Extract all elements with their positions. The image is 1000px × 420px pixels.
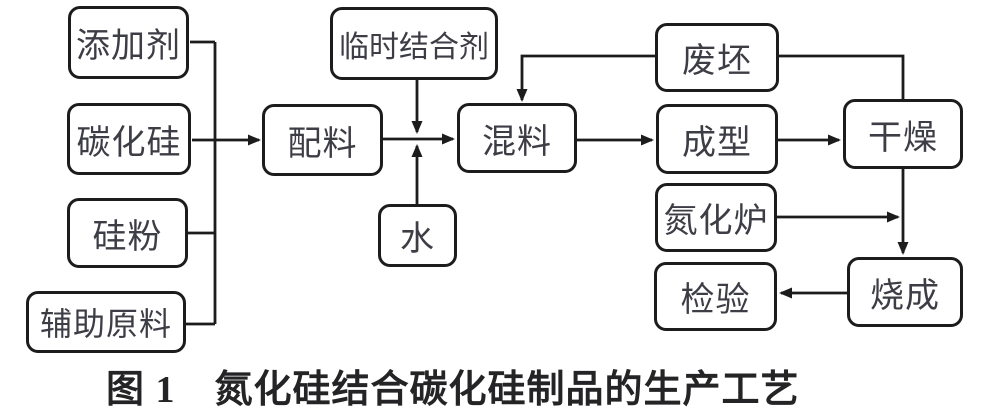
node-forming: 成型: [656, 104, 778, 174]
figure-caption: 图 1 氮化硅结合碳化硅制品的生产工艺: [106, 369, 800, 411]
node-temporary-binder: 临时结合剂: [330, 7, 498, 80]
node-waste-blank: 废坯: [655, 23, 779, 92]
node-nitriding-furnace: 氮化炉: [655, 183, 777, 252]
node-inspection: 检验: [654, 262, 777, 331]
node-silicon-carbide: 碳化硅: [67, 103, 191, 175]
edge-waste-blank-to-mixing: [516, 54, 655, 102]
node-batching: 配料: [262, 104, 383, 176]
node-drying: 干燥: [843, 99, 963, 169]
node-additive: 添加剂: [68, 6, 189, 79]
edge-drying-to-waste-blank: [779, 54, 905, 99]
node-auxiliary-material: 辅助原料: [26, 291, 186, 353]
node-water: 水: [378, 204, 457, 267]
node-firing: 烧成: [847, 257, 963, 327]
node-silicon-powder: 硅粉: [67, 198, 188, 268]
node-mixing: 混料: [457, 103, 577, 173]
